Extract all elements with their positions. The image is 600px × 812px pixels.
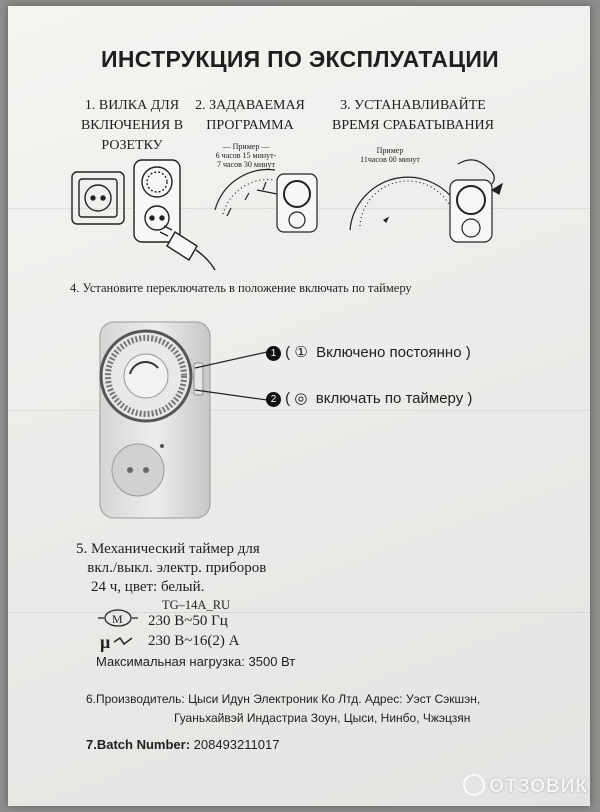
motor-symbol-icon [104,609,132,627]
step-1-heading: 1. ВИЛКА ДЛЯ ВКЛЮЧЕНИЯ В РОЗЕТКУ [80,98,184,153]
fold-line [8,410,590,411]
plug-icon [159,225,216,270]
page-title: ИНСТРУКЦИЯ ПО ЭКСПЛУАТАЦИИ [101,46,499,72]
manufacturer-label: 6.Производитель: [86,692,185,706]
wall-socket-icon [71,171,125,225]
mode-2-row: 2 ( ◎ включать по таймеру ) [266,389,472,407]
watermark-icon [463,774,486,796]
pointer-lines [195,351,268,401]
example-3-label: Пример 11часов 00 минут [360,146,420,164]
spec-voltage: 230 В~50 Гц [148,613,228,629]
manufacturer-block: 6.Производитель: Цыси Идун Электроник Ко… [86,692,481,725]
timer-device-icon [133,159,181,243]
micro-switch-icon: μ [100,632,110,652]
timer-device-illustration [99,321,211,519]
mode-1-row: 1 ( ① Включено постоянно ) [266,343,471,361]
marker-2-icon: 2 [266,392,281,407]
batch-number: 7.Batch Number: 208493211017 [86,737,280,752]
max-load: Максимальная нагрузка: 3500 Вт [96,654,296,669]
mode-switch [193,362,204,396]
svg-text:M: M [112,612,123,626]
marker-1-icon: 1 [266,346,281,361]
step-4-text: 4. Установите переключатель в положение … [70,281,412,295]
certification-marks: M μ [98,609,138,652]
model-number: TG–14A_RU [162,598,231,612]
plug-in-illustration [71,159,216,270]
socket-icon [111,443,165,497]
arrow-icon [490,182,504,195]
program-dial-illustration [214,168,318,233]
set-time-illustration [349,159,504,243]
example-2-label: — Пример — 6 часов 15 минут- 7 часов 30 … [215,142,277,169]
step-2-heading: 2. ЗАДАВАЕМАЯ ПРОГРАММА [195,98,305,133]
spec-current: 230 В~16(2) А [148,633,240,649]
watermark-logo: ОТЗОВИК [463,774,588,798]
step-3-heading: 3. УСТАНАВЛИВАЙТЕ ВРЕМЯ СРАБАТЫВАНИЯ [331,98,495,133]
fold-line [8,612,590,613]
hand-icon [457,159,495,185]
step-5-text: 5. Механический таймер для вкл./выкл. эл… [76,541,267,595]
